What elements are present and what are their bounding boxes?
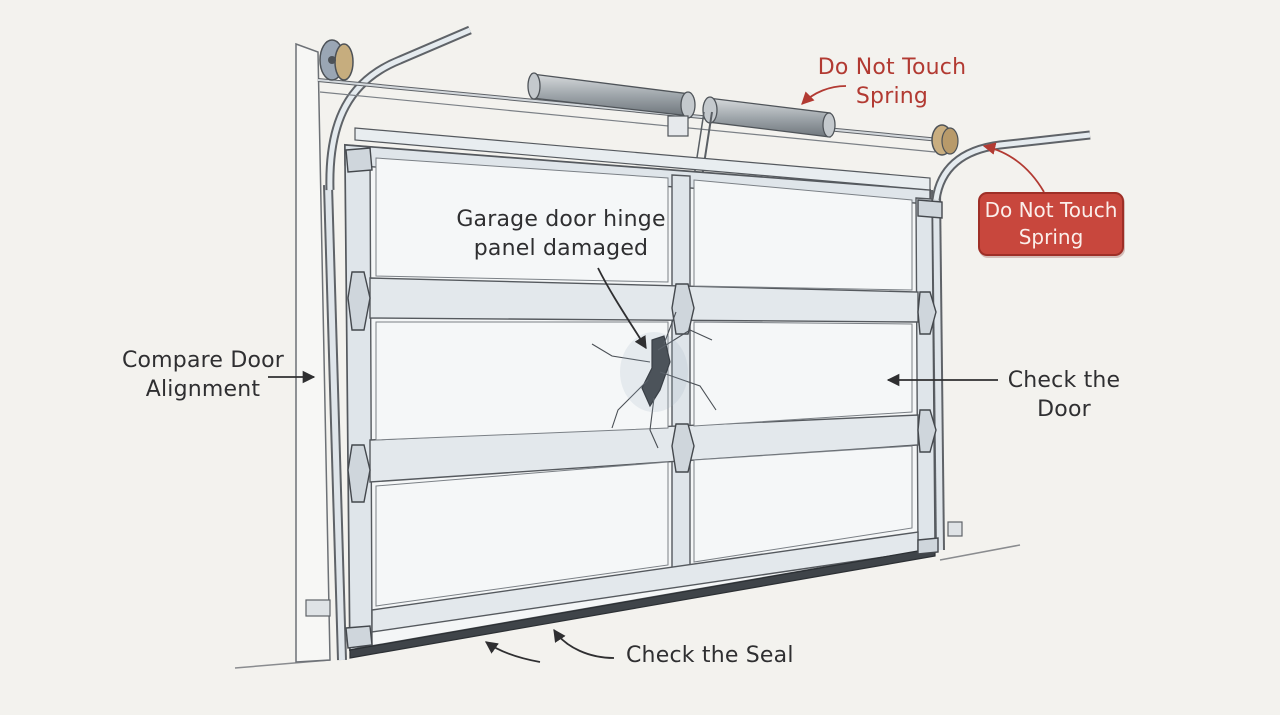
spring-badge-line-1: Do Not Touch (984, 198, 1118, 222)
right-cable-drum (931, 124, 959, 156)
torsion-spring-left (527, 72, 696, 119)
hinge-damage-line-1: Garage door hinge (456, 207, 666, 232)
alignment-line-1: Compare Door (121, 348, 285, 373)
spring-warning-badge: Do Not Touch Spring (978, 192, 1124, 256)
door-line-1: Check the (1007, 368, 1121, 393)
hinge-damage-arrow (597, 267, 647, 350)
alignment-line-2: Alignment (145, 377, 261, 402)
left-jamb (295, 42, 331, 663)
right-track (931, 130, 1091, 551)
hinge-damage-line-2: panel damaged (473, 236, 649, 261)
door-label: Check the Door (1000, 366, 1128, 424)
hinge-damage-label: Garage door hinge panel damaged (452, 205, 670, 263)
spring-warning-line-1: Do Not Touch (817, 55, 967, 80)
spring-badge-line-2: Spring (1018, 225, 1084, 249)
spring-top-arrow (801, 85, 847, 105)
spring-warning-label: Do Not Touch Spring (812, 53, 972, 111)
left-track (323, 25, 472, 661)
door-line-2: Door (1037, 397, 1091, 422)
left-cable-drum (319, 39, 354, 81)
garage-door (343, 127, 937, 659)
hinges (345, 147, 943, 649)
alignment-label: Compare Door Alignment (118, 346, 288, 404)
seal-arrow-right (553, 628, 615, 659)
torsion-shaft (317, 78, 941, 153)
floor-line-right (939, 544, 1021, 561)
seal-arrow-left (484, 641, 541, 663)
seal-label: Check the Seal (626, 643, 794, 668)
spring-badge-arrow (982, 142, 1045, 193)
spring-warning-line-2: Spring (855, 84, 929, 109)
panel-damage (591, 311, 717, 449)
torsion-spring-right (702, 96, 836, 138)
